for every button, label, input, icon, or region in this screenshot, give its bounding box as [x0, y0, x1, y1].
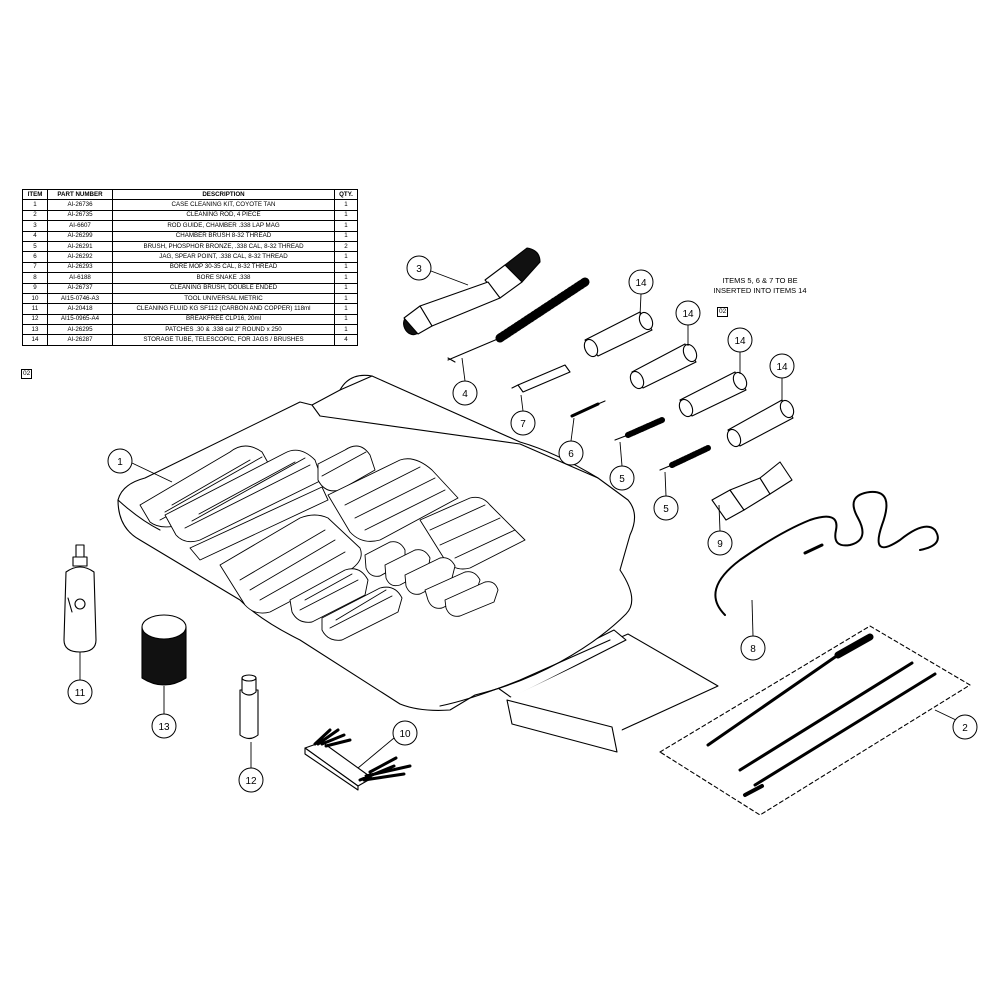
callout-13: 13 [151, 713, 177, 739]
callout-5b: 5 [653, 495, 679, 521]
cell-qty: 4 [334, 334, 358, 346]
bore-snake [714, 490, 939, 616]
callout-12: 12 [238, 767, 264, 793]
callout-3: 3 [406, 255, 432, 281]
callout-10: 10 [392, 720, 418, 746]
callout-7: 7 [510, 410, 536, 436]
svg-text:2: 2 [962, 723, 968, 734]
storage-tube-1 [583, 311, 654, 358]
bore-mop [511, 364, 571, 393]
note-revision-tag: 02 [717, 307, 729, 317]
svg-text:1: 1 [117, 457, 123, 468]
note-line-1: ITEMS 5, 6 & 7 TO BE [722, 276, 798, 285]
callout-14a: 14 [628, 269, 654, 295]
callout-8: 8 [740, 635, 766, 661]
assembly-note: ITEMS 5, 6 & 7 TO BE INSERTED INTO ITEMS… [704, 276, 816, 296]
callouts: 1 2 3 4 5 5 6 7 8 9 10 11 12 13 14 14 14… [67, 255, 978, 793]
callout-1: 1 [107, 448, 133, 474]
svg-text:14: 14 [635, 278, 647, 289]
callout-14c: 14 [727, 327, 753, 353]
callout-14b: 14 [675, 300, 701, 326]
svg-text:3: 3 [416, 264, 422, 275]
svg-text:12: 12 [245, 776, 257, 787]
svg-text:8: 8 [750, 644, 756, 655]
chamber-brush [447, 277, 590, 363]
callout-9: 9 [707, 530, 733, 556]
brush-lower [659, 445, 711, 471]
storage-tube-4 [726, 399, 795, 448]
svg-text:11: 11 [75, 688, 86, 699]
callout-5a: 5 [609, 465, 635, 491]
callout-14d: 14 [769, 353, 795, 379]
double-ended-brush [711, 461, 793, 521]
svg-text:5: 5 [663, 504, 669, 515]
rod-guide [403, 247, 541, 336]
svg-text:9: 9 [717, 539, 723, 550]
callout-6: 6 [558, 440, 584, 466]
svg-text:6: 6 [568, 449, 574, 460]
callout-11: 11 [67, 679, 93, 705]
cleaning-case [117, 374, 719, 753]
callout-2: 2 [952, 714, 978, 740]
patches-roll [141, 614, 187, 686]
universal-metric-tool [304, 728, 412, 791]
svg-text:7: 7 [520, 419, 526, 430]
svg-text:14: 14 [776, 362, 788, 373]
jag [570, 400, 606, 418]
note-line-2: INSERTED INTO ITEMS 14 [713, 286, 807, 295]
svg-text:10: 10 [399, 729, 411, 740]
storage-tube-3 [678, 371, 748, 418]
brush-upper [614, 417, 665, 441]
svg-text:13: 13 [158, 722, 170, 733]
revision-tag: 02 [21, 369, 33, 379]
svg-text:5: 5 [619, 474, 625, 485]
svg-text:4: 4 [462, 389, 468, 400]
svg-text:14: 14 [682, 309, 694, 320]
svg-text:14: 14 [734, 336, 746, 347]
cleaning-fluid-bottle [63, 544, 97, 653]
storage-tube-2 [629, 343, 698, 390]
clp-bottle [239, 674, 259, 740]
cleaning-rod-set [659, 625, 971, 816]
callout-4: 4 [452, 380, 478, 406]
